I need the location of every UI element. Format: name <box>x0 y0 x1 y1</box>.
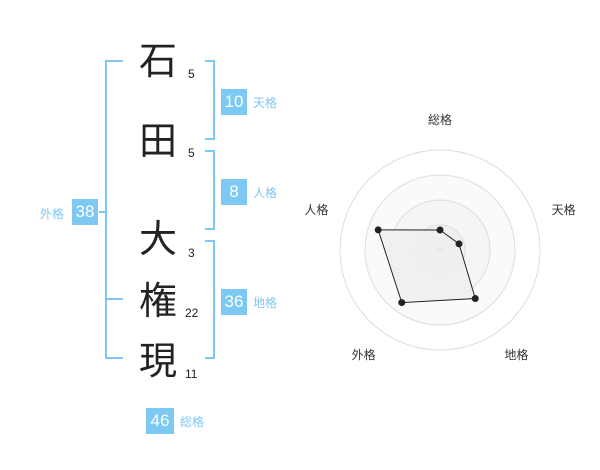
radar-point-2 <box>455 240 463 248</box>
radar-axis-label-2: 天格 <box>552 202 576 217</box>
gaikaku-label: 外格 <box>40 207 65 221</box>
stroke-count-5: 11 <box>185 367 198 381</box>
tenkaku-label: 天格 <box>253 96 278 110</box>
chikaku-bracket-bottom <box>205 357 215 359</box>
radar-point-4 <box>398 299 406 307</box>
soukaku-label: 総格 <box>180 415 205 429</box>
chikaku-bracket-top <box>205 240 215 242</box>
chikaku-value-badge: 36 <box>221 289 247 315</box>
gaikaku-bracket-top <box>105 60 123 62</box>
radar-point-1 <box>436 226 444 234</box>
chikaku-bracket-vertical <box>213 240 215 359</box>
name-char-2: 田 <box>138 119 177 163</box>
radar-point-3 <box>471 295 479 303</box>
jinkaku-bracket-top <box>205 150 215 152</box>
radar-axis-label-1: 総格 <box>428 112 452 127</box>
jinkaku-bracket-vertical <box>213 150 215 230</box>
gaikaku-bracket-tick <box>99 211 107 213</box>
name-char-3: 大 <box>138 217 177 261</box>
jinkaku-bracket-bottom <box>205 228 215 230</box>
radar-axis-label-3: 地格 <box>504 347 528 362</box>
name-char-4: 権 <box>138 279 177 323</box>
soukaku-value-badge: 46 <box>146 408 174 434</box>
jinkaku-value-badge: 8 <box>221 179 247 205</box>
name-char-1: 石 <box>138 39 177 83</box>
stroke-count-2: 5 <box>188 146 195 160</box>
tenkaku-bracket-bottom <box>205 138 215 140</box>
gaikaku-bracket-vertical <box>105 60 107 359</box>
radar-axis-label-5: 人格 <box>304 202 328 217</box>
stroke-count-4: 22 <box>185 306 199 320</box>
jinkaku-label: 人格 <box>253 186 278 200</box>
radar-data-area <box>377 229 476 304</box>
gaikaku-bracket-bottom <box>105 357 123 359</box>
name-char-5: 現 <box>138 339 177 383</box>
tenkaku-bracket-top <box>205 60 215 62</box>
stroke-count-3: 3 <box>188 246 195 260</box>
tenkaku-bracket-vertical <box>213 60 215 140</box>
radar-point-5 <box>374 226 382 234</box>
stroke-count-1: 5 <box>188 67 195 81</box>
gaikaku-bracket-mid <box>105 298 123 300</box>
radar-axis-label-4: 外格 <box>352 347 376 362</box>
gaikaku-value-badge: 38 <box>72 199 98 225</box>
tenkaku-value-badge: 10 <box>221 89 247 115</box>
chikaku-label: 地格 <box>253 296 278 310</box>
